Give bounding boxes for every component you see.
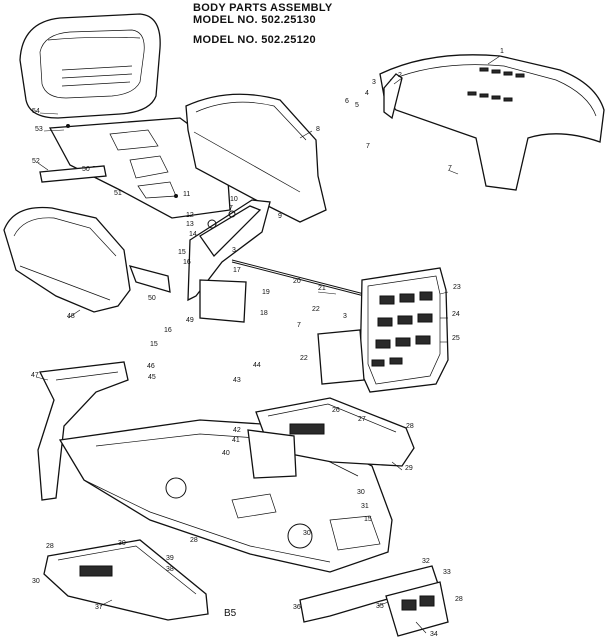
- left-fender-bracket: [128, 265, 171, 293]
- left-footrest: [43, 539, 209, 621]
- part-callout-25: 25: [452, 335, 460, 342]
- part-callout-3: 3: [232, 247, 236, 254]
- part-callout-48: 48: [67, 313, 75, 320]
- part-callout-28: 28: [46, 543, 54, 550]
- part-callout-49: 49: [186, 317, 194, 324]
- part-callout-3: 3: [372, 79, 376, 86]
- part-callout-34: 34: [430, 631, 438, 638]
- part-callout-16: 16: [183, 259, 191, 266]
- control-rod: [231, 259, 375, 300]
- seat-bracket: [39, 165, 107, 183]
- part-callout-30: 30: [32, 578, 40, 585]
- part-callout-54: 54: [32, 108, 40, 115]
- part-callout-27: 27: [358, 416, 366, 423]
- part-callout-17: 17: [233, 267, 241, 274]
- part-callout-7: 7: [297, 322, 301, 329]
- part-callout-43: 43: [233, 377, 241, 384]
- part-callout-20: 20: [293, 278, 301, 285]
- title-line-2: MODEL NO. 502.25130: [193, 14, 316, 26]
- part-callout-28: 28: [190, 537, 198, 544]
- grille-bracket: [317, 329, 365, 385]
- part-callout-14: 14: [189, 231, 197, 238]
- hood: [379, 54, 605, 191]
- part-callout-31: 31: [361, 503, 369, 510]
- left-support-bracket: [37, 361, 129, 501]
- part-callout-3: 3: [343, 313, 347, 320]
- part-callout-38: 38: [166, 566, 174, 573]
- part-callout-40: 40: [222, 450, 230, 457]
- part-callout-28: 28: [406, 423, 414, 430]
- shroud-plate: [199, 279, 247, 323]
- part-callout-12: 12: [186, 212, 194, 219]
- page-code: B5: [224, 608, 237, 619]
- part-callout-50: 50: [82, 166, 90, 173]
- part-callout-26: 26: [332, 407, 340, 414]
- part-callout-53: 53: [35, 126, 43, 133]
- part-callout-7: 7: [366, 143, 370, 150]
- part-callout-23: 23: [453, 284, 461, 291]
- leader-lines: [35, 55, 501, 634]
- part-callout-30: 30: [357, 489, 365, 496]
- part-callout-11: 11: [183, 191, 190, 198]
- part-callout-29: 29: [405, 465, 413, 472]
- part-callout-19: 19: [262, 289, 270, 296]
- part-callout-46: 46: [147, 363, 155, 370]
- part-callout-21: 21: [318, 285, 326, 292]
- part-callout-45: 45: [148, 374, 156, 381]
- part-callout-15: 15: [150, 341, 158, 348]
- part-callout-42: 42: [233, 427, 241, 434]
- part-callout-24: 24: [452, 311, 460, 318]
- front-bumper: [299, 565, 449, 637]
- title-line-3: MODEL NO. 502.25120: [193, 34, 316, 46]
- part-callout-50: 50: [148, 295, 156, 302]
- seat: [19, 13, 161, 119]
- part-callout-9: 9: [278, 213, 282, 220]
- part-callout-30: 30: [303, 530, 311, 537]
- part-callout-41: 41: [232, 437, 240, 444]
- part-callout-22: 22: [312, 306, 320, 313]
- part-callout-15: 15: [364, 516, 372, 523]
- part-callout-5: 5: [355, 102, 359, 109]
- hood-vent-slots: [467, 67, 525, 102]
- part-callout-1: 1: [500, 48, 504, 55]
- part-callout-52: 52: [32, 158, 40, 165]
- part-callout-35: 35: [376, 603, 384, 610]
- left-fender: [3, 206, 131, 313]
- part-callout-10: 10: [230, 196, 238, 203]
- part-callout-6: 6: [345, 98, 349, 105]
- dash-panel: [187, 199, 271, 302]
- part-callout-8: 8: [316, 126, 320, 133]
- part-callout-18: 18: [260, 310, 268, 317]
- part-callout-36: 36: [293, 604, 301, 611]
- right-fender: [185, 93, 327, 223]
- heat-shield: [247, 429, 297, 479]
- part-callout-22: 22: [300, 355, 308, 362]
- title-line-1: BODY PARTS ASSEMBLY: [193, 2, 333, 14]
- part-callout-7: 7: [229, 205, 233, 212]
- grille: [359, 267, 449, 393]
- part-callout-44: 44: [253, 362, 261, 369]
- part-callout-15: 15: [178, 249, 186, 256]
- part-callout-47: 47: [31, 372, 39, 379]
- part-callout-2: 2: [398, 72, 402, 79]
- part-callout-13: 13: [186, 221, 194, 228]
- part-callout-16: 16: [164, 327, 172, 334]
- part-callout-28: 28: [455, 596, 463, 603]
- part-callout-39: 39: [166, 555, 174, 562]
- part-callout-33: 33: [443, 569, 451, 576]
- part-callout-4: 4: [365, 90, 369, 97]
- part-callout-37: 37: [95, 604, 103, 611]
- part-callout-51: 51: [114, 190, 122, 197]
- part-callout-32: 32: [422, 558, 430, 565]
- part-callout-30: 30: [118, 540, 126, 547]
- part-callout-7: 7: [448, 165, 452, 172]
